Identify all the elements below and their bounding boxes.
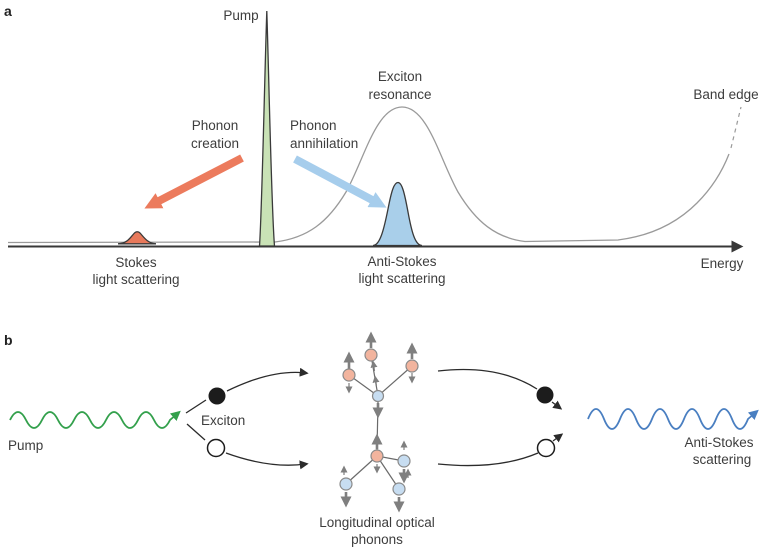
panel-a-label: a (4, 3, 12, 19)
phonon-atom-orange (364, 348, 378, 362)
panel-a: a Pump Phonon creation Phonon annihilati… (4, 3, 759, 287)
hole-scatter-arrow-in (225, 452, 309, 470)
phonon-bond (345, 455, 378, 485)
electron-circle-right (536, 386, 554, 404)
energy-axis-label: Energy (701, 256, 744, 271)
pump-label-b: Pump (8, 438, 43, 453)
pump-wave-icon (9, 410, 181, 429)
electron-circle-left (208, 387, 226, 405)
anti-stokes-wave-icon (587, 408, 759, 430)
phonon-atom-blue (392, 482, 406, 496)
pump-label: Pump (223, 8, 258, 23)
phonon-annihilation-label-line1: Phonon (290, 118, 337, 133)
panel-b: b Pump Exciton (4, 331, 759, 547)
anti-stokes-label-line2: light scattering (358, 271, 445, 286)
phonon-bond (377, 365, 413, 397)
hole-circle-right (536, 438, 556, 458)
lo-phonon-cluster (339, 331, 419, 513)
phonon-atom-orange (405, 359, 419, 373)
spectrum-curve (7, 106, 730, 244)
pump-peak (258, 10, 276, 247)
phonon-atom-blue (371, 389, 385, 403)
hole-scatter-arc-out (437, 452, 539, 467)
stokes-peak (117, 231, 157, 245)
phonon-atom-orange (342, 368, 356, 382)
exciton-branch-line-top (185, 399, 207, 414)
phonon-creation-arrow-icon (144, 154, 244, 209)
stokes-label-line2: light scattering (92, 272, 179, 287)
electron-scatter-arrow-in (226, 367, 309, 392)
anti-stokes-scattering-label-line2: scattering (693, 452, 752, 467)
phonon-motion-arrow-bond-small (370, 360, 378, 372)
exciton-resonance-label-line1: Exciton (378, 69, 422, 84)
panel-b-label: b (4, 332, 13, 348)
band-edge-dashed-curve (730, 106, 742, 149)
phonon-bond (376, 455, 400, 490)
hole-circle-left (206, 438, 226, 458)
lo-phonons-label-line1: Longitudinal optical (319, 515, 435, 530)
phonon-annihilation-label-line2: annihilation (290, 136, 358, 151)
hole-recombination-arrow (552, 433, 564, 443)
phonon-annihilation-arrow-icon (293, 155, 387, 208)
band-edge-label: Band edge (693, 87, 758, 102)
anti-stokes-peak (372, 181, 423, 247)
phonon-motion-arrow-bond-small (372, 375, 380, 387)
exciton-label: Exciton (201, 413, 245, 428)
phonon-atom-blue (397, 454, 411, 468)
stokes-label-line1: Stokes (115, 255, 157, 270)
exciton-resonance-label-line2: resonance (368, 87, 431, 102)
exciton-branch-line-bottom (186, 423, 206, 441)
anti-stokes-scattering-label-line1: Anti-Stokes (684, 435, 753, 450)
anti-stokes-label-line1: Anti-Stokes (367, 254, 436, 269)
lo-phonons-label-line2: phonons (351, 532, 403, 547)
phonon-creation-label-line2: creation (191, 136, 239, 151)
electron-scatter-arc-out (437, 368, 538, 390)
phonon-creation-label-line1: Phonon (192, 118, 239, 133)
phonon-atom-orange (370, 449, 384, 463)
phonon-atom-blue (339, 477, 353, 491)
electron-recombination-arrow (551, 400, 563, 410)
